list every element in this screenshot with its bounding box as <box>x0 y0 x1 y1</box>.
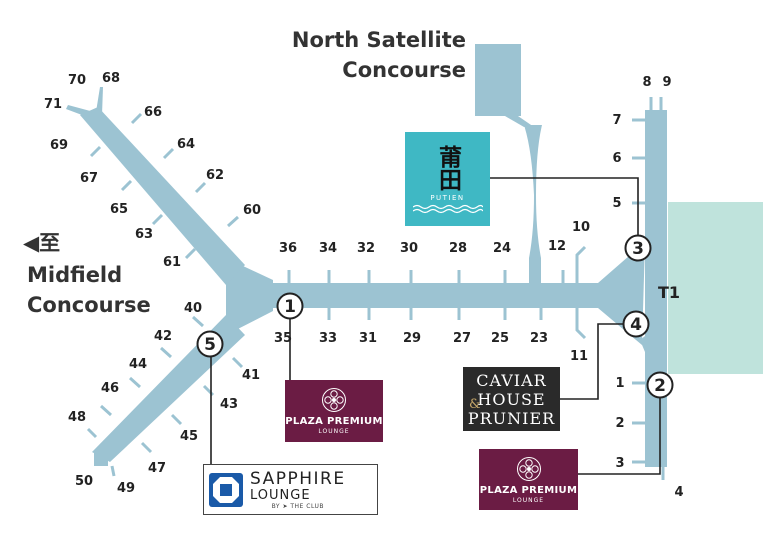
gate-label: 47 <box>148 461 166 476</box>
sapphire-logo-icon <box>209 472 243 507</box>
plaza-premium-sub: LOUNGE <box>318 428 350 435</box>
gate-label: 12 <box>548 239 566 254</box>
caviar-house-lounge-card[interactable]: CAVIAR HOUSE PRUNIER & <box>463 367 560 431</box>
gate-label: 6 <box>612 151 621 166</box>
gate-label: 67 <box>80 171 98 186</box>
marker-1[interactable]: 1 <box>276 292 304 320</box>
sapphire-name: SAPPHIRE <box>250 468 346 489</box>
plaza-premium-logo-icon <box>516 456 541 481</box>
gate-label: 24 <box>493 241 511 256</box>
gate-label: 46 <box>101 381 119 396</box>
lounge-markers[interactable]: 1 2 3 4 5 <box>196 234 674 399</box>
gate-label: 23 <box>530 331 548 346</box>
gate-label: 10 <box>572 220 590 235</box>
gate-label: 50 <box>75 474 93 489</box>
gate-label: 35 <box>274 331 292 346</box>
lounge-connectors <box>210 177 661 475</box>
marker-5-label: 5 <box>204 335 216 355</box>
gate-label: 11 <box>570 349 588 364</box>
gate-label: 71 <box>44 97 62 112</box>
sapphire-sub: LOUNGE <box>250 487 311 503</box>
putien-chinese-name: 莆田 <box>434 144 462 191</box>
gate-label: 68 <box>102 71 120 86</box>
gate-label: 28 <box>449 241 467 256</box>
gate-label: 30 <box>400 241 418 256</box>
gate-label: 27 <box>453 331 471 346</box>
gate-label: 43 <box>220 397 238 412</box>
gate-label: 70 <box>68 73 86 88</box>
plaza-premium-logo-icon <box>322 388 346 412</box>
gate-label: 60 <box>243 203 261 218</box>
gate-label: 42 <box>154 329 172 344</box>
gate-label: 8 <box>642 75 651 90</box>
midfield-label-1: Midfield <box>27 263 122 287</box>
gate-label: 1 <box>615 376 624 391</box>
gate-labels: 36 34 32 30 28 24 12 10 35 33 31 29 27 2… <box>44 71 684 500</box>
sapphire-text: SAPPHIRE LOUNGE BY ➤ THE CLUB <box>250 468 346 510</box>
midfield-label-2: Concourse <box>27 293 151 317</box>
marker-3[interactable]: 3 <box>624 234 652 262</box>
gate-stubs <box>86 97 665 480</box>
marker-2[interactable]: 2 <box>646 371 674 399</box>
caviar-line-1: CAVIAR <box>476 370 547 390</box>
marker-5[interactable]: 5 <box>196 330 224 358</box>
gate-label: 34 <box>319 241 337 256</box>
plaza-premium-lounge-2[interactable]: PLAZA PREMIUM LOUNGE <box>479 449 578 510</box>
sapphire-byline: BY ➤ THE CLUB <box>271 502 324 510</box>
gate-label: 31 <box>359 331 377 346</box>
marker-4[interactable]: 4 <box>622 310 650 338</box>
gate-label: 9 <box>662 75 671 90</box>
plaza-premium-name: PLAZA PREMIUM <box>479 484 578 496</box>
gate-label: 40 <box>184 301 202 316</box>
wave-icon <box>412 204 483 213</box>
gate-label: 62 <box>206 168 224 183</box>
gate-label: 44 <box>129 357 147 372</box>
gate-label: 48 <box>68 410 86 425</box>
terminal-building <box>668 202 763 374</box>
marker-1-label: 1 <box>284 297 296 317</box>
gate-label: 41 <box>242 368 260 383</box>
gate-label: 7 <box>612 113 621 128</box>
gate-label: 66 <box>144 105 162 120</box>
gate-label: 63 <box>135 227 153 242</box>
gate-label: 33 <box>319 331 337 346</box>
gate-label: 69 <box>50 138 68 153</box>
plaza-premium-lounge-1[interactable]: PLAZA PREMIUM LOUNGE <box>285 380 383 442</box>
marker-4-label: 4 <box>630 315 642 335</box>
gate-label: 3 <box>615 456 624 471</box>
midfield-arrow-label: ◀至 <box>23 231 60 255</box>
marker-2-label: 2 <box>654 376 666 396</box>
north-satellite-label-2: Concourse <box>342 58 466 82</box>
gate-label: 32 <box>357 241 375 256</box>
terminal-label: T1 <box>658 283 680 302</box>
gate-label: 25 <box>491 331 509 346</box>
caviar-line-2: HOUSE <box>477 389 546 409</box>
putien-lounge-card[interactable]: 莆田 PUTIEN <box>405 132 490 226</box>
sapphire-lounge-card[interactable]: SAPPHIRE LOUNGE BY ➤ THE CLUB <box>203 464 378 515</box>
marker-3-label: 3 <box>632 239 644 259</box>
plaza-premium-sub: LOUNGE <box>512 496 545 504</box>
plaza-premium-name: PLAZA PREMIUM <box>285 416 383 427</box>
north-satellite-label-1: North Satellite <box>292 28 466 52</box>
gate-label: 5 <box>612 196 621 211</box>
gate-label: 45 <box>180 429 198 444</box>
gate-label: 2 <box>615 416 624 431</box>
gate-label: 29 <box>403 331 421 346</box>
gate-label: 64 <box>177 137 195 152</box>
north-satellite-building <box>475 44 521 116</box>
gate-label: 61 <box>163 255 181 270</box>
gate-label: 65 <box>110 202 128 217</box>
caviar-ampersand: & <box>469 397 481 412</box>
gate-label: 49 <box>117 481 135 496</box>
putien-name: PUTIEN <box>430 193 465 202</box>
gate-label: 36 <box>279 241 297 256</box>
caviar-line-3: PRUNIER <box>467 408 556 428</box>
gate-label: 4 <box>674 485 683 500</box>
